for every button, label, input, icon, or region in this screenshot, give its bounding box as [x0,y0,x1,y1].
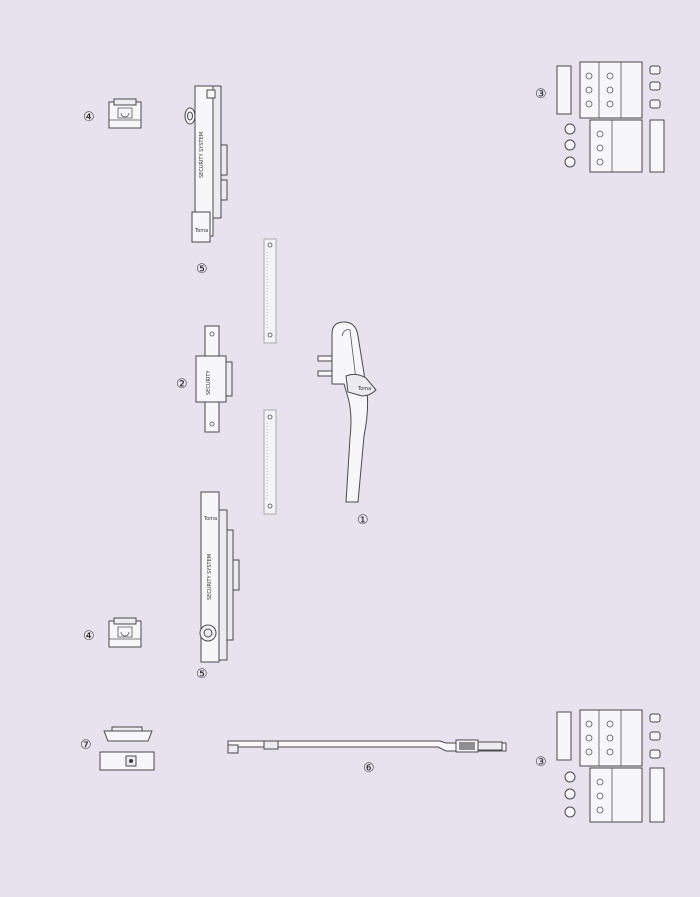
callout-6: ⑥ [363,761,375,776]
keeper-block-top [108,98,142,129]
stay-arm [227,739,507,754]
callout-4-top: ④ [83,110,95,125]
svg-text:SECURITY SYSTEM: SECURITY SYSTEM [207,554,213,600]
callout-4-bottom: ④ [83,629,95,644]
strike-plate-top [263,238,277,344]
strike-plate-bottom [263,409,277,515]
corner-pieces [99,726,155,771]
callout-3-top: ③ [535,87,547,102]
gearbox-center: SECURITY [195,325,233,433]
callout-2: ② [176,377,188,392]
window-handle: Toma [317,321,377,503]
callout-1: ① [357,513,369,528]
brand-mark-bottom: Toma [203,516,217,522]
callout-7: ⑦ [80,738,92,753]
callout-3-bottom: ③ [535,755,547,770]
hinge-set-bottom [556,709,665,823]
svg-text:SECURITY SYSTEM: SECURITY SYSTEM [199,132,205,178]
keeper-block-bottom [108,617,142,648]
callout-5-top: ⑤ [196,262,208,277]
lock-bar-top: SECURITY SYSTEM Toma [184,85,228,243]
callout-5-bottom: ⑤ [196,667,208,682]
svg-text:SECURITY: SECURITY [206,370,212,395]
hinge-set-top [556,61,665,173]
lock-bar-bottom: Toma SECURITY SYSTEM [199,491,240,663]
brand-mark-handle: Toma [357,386,371,392]
brand-mark-top: Toma [194,228,208,234]
